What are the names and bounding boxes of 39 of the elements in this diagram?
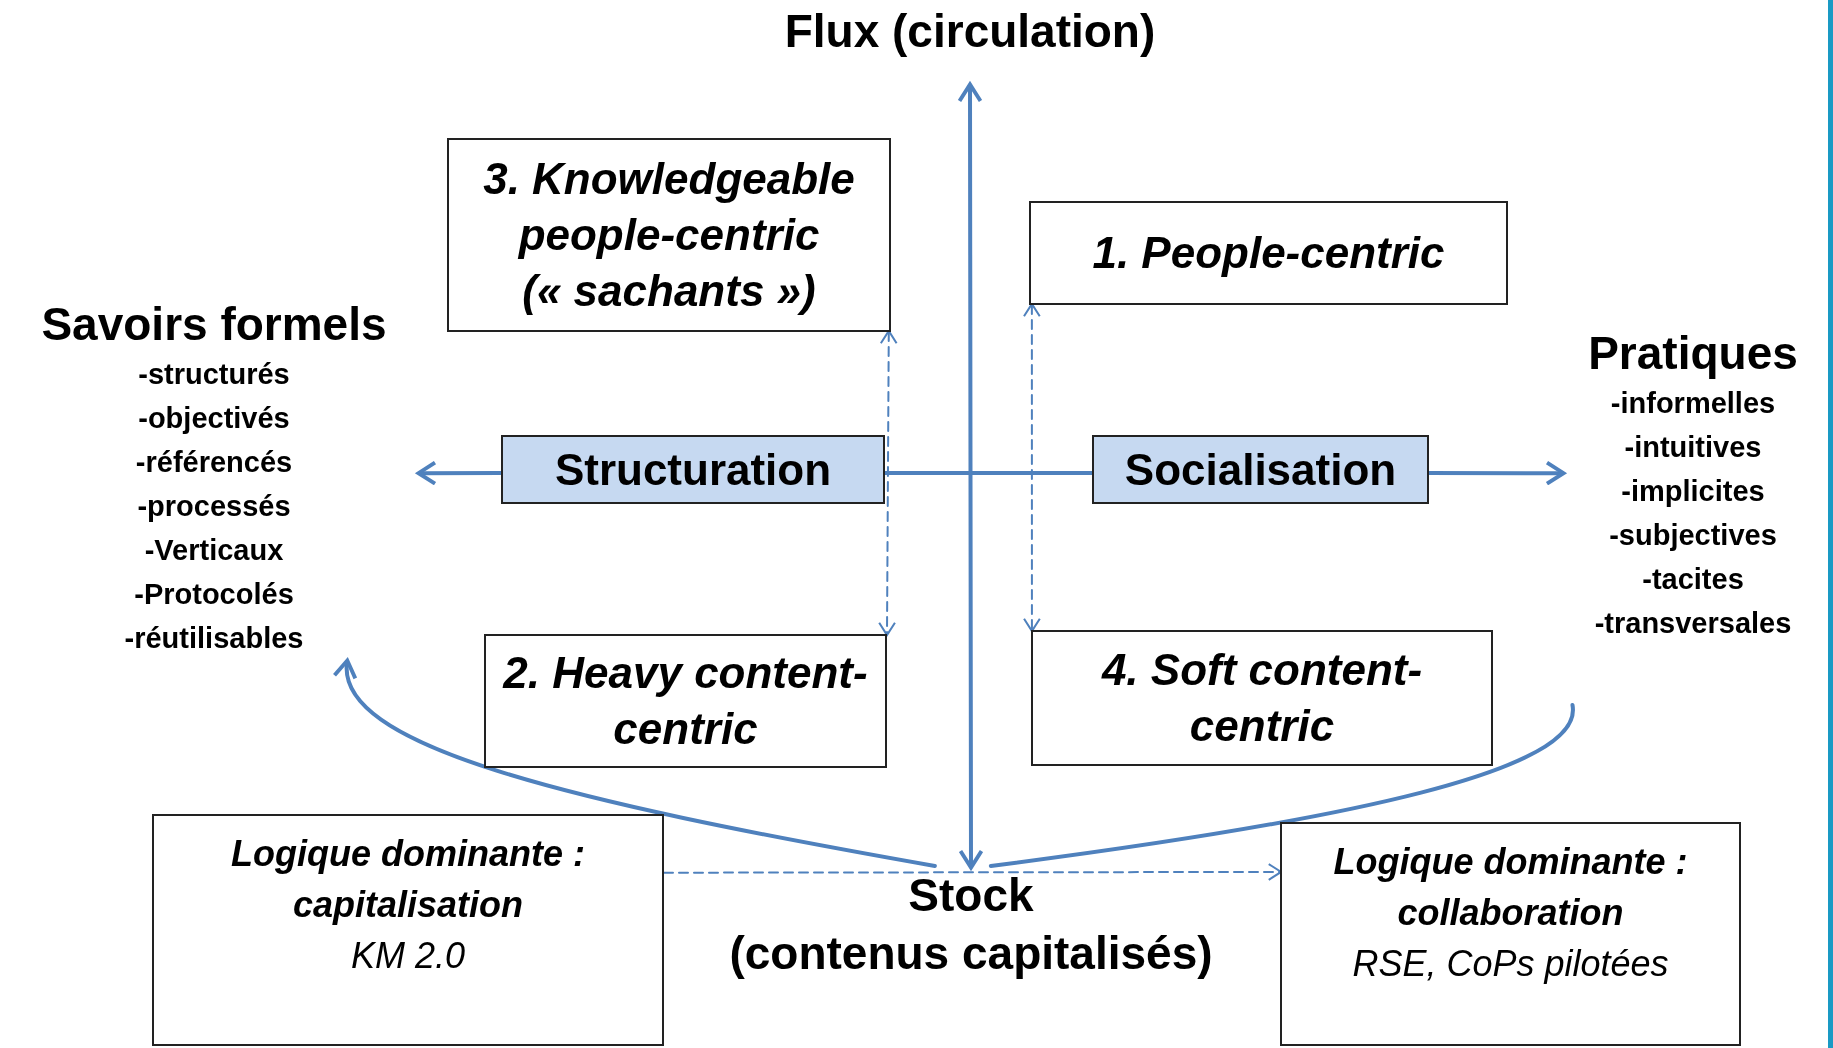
quadrant-box xyxy=(484,634,887,768)
list-item: -implicites xyxy=(1621,474,1765,509)
list-item: -processés xyxy=(137,489,291,524)
logic-box xyxy=(152,814,664,1046)
arrow xyxy=(957,82,984,870)
dashed-arrow xyxy=(878,329,898,637)
box-note: RSE, CoPs pilotées xyxy=(1352,942,1669,986)
axis-label: (contenus capitalisés) xyxy=(729,926,1213,981)
column-heading: Savoirs formels xyxy=(41,297,387,352)
list-item: -informelles xyxy=(1610,386,1776,421)
list-item: -réutilisables xyxy=(124,621,304,656)
list-item: -tacites xyxy=(1642,562,1744,597)
box-title: 4. Soft content-centric xyxy=(1100,644,1424,752)
axis-label: Stock xyxy=(908,868,1034,923)
list-item: -référencés xyxy=(135,445,293,480)
dashed-arrow xyxy=(1023,302,1041,633)
axis-band: Structuration xyxy=(501,435,885,504)
quadrant-box xyxy=(1031,630,1493,766)
list-item: -objectivés xyxy=(138,401,290,436)
list-item: -subjectives xyxy=(1609,518,1777,553)
logic-box xyxy=(1280,822,1741,1046)
quadrant-box xyxy=(447,138,891,332)
list-item: -intuitives xyxy=(1624,430,1762,465)
box-note: KM 2.0 xyxy=(350,934,465,978)
quadrant-box xyxy=(1029,201,1508,305)
list-item: -Protocolés xyxy=(134,577,294,612)
list-item: -structurés xyxy=(138,357,290,392)
arrow xyxy=(336,658,937,868)
box-title: 3. Knowledgeable people-centric (« sachants ») xyxy=(482,153,856,317)
axis-band: Socialisation xyxy=(1092,435,1429,504)
arrow xyxy=(416,460,503,486)
box-title: Logique dominante : capitalisation xyxy=(230,832,586,927)
box-title: 1. People-centric xyxy=(1092,227,1445,279)
column-heading: Pratiques xyxy=(1588,326,1798,381)
box-title: Logique dominante : collaboration xyxy=(1332,840,1689,935)
list-item: -Verticaux xyxy=(144,533,284,568)
axis-label: Flux (circulation) xyxy=(784,4,1156,59)
list-item: -transversales xyxy=(1594,606,1792,641)
box-title: 2. Heavy content-centric xyxy=(501,647,869,755)
